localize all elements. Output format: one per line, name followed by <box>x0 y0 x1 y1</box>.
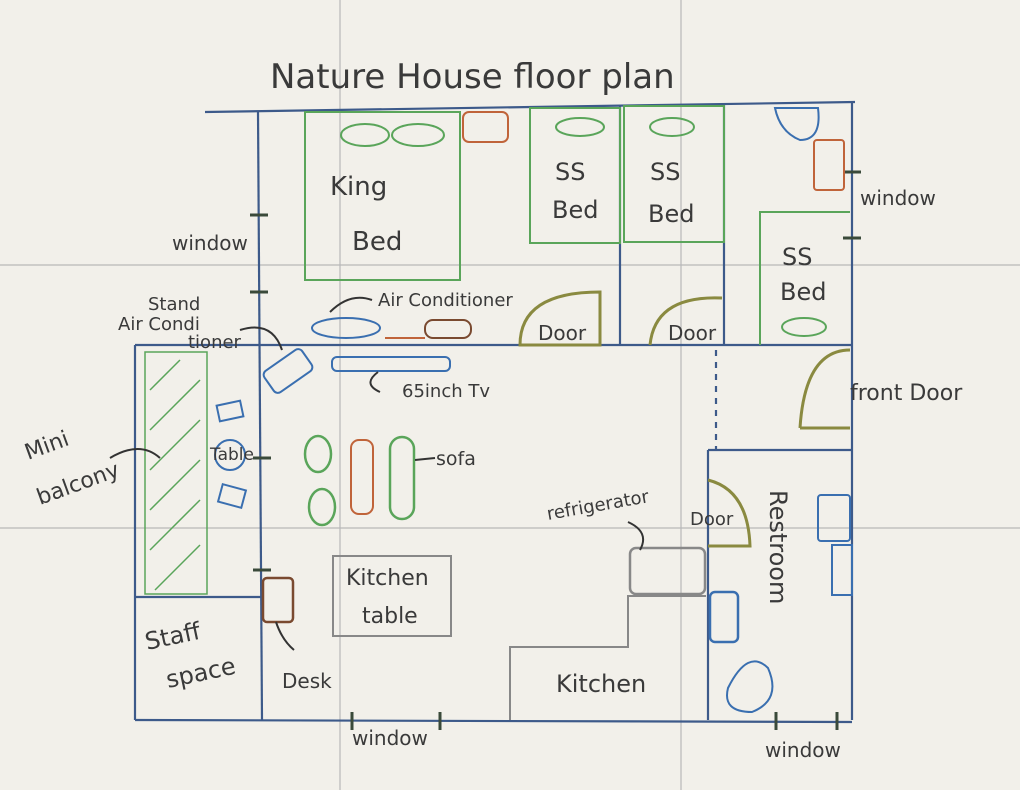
front-door-label: front Door <box>850 381 963 406</box>
plan-title: Nature House floor plan <box>270 57 675 97</box>
mini-balcony-label-1: Mini <box>22 427 73 466</box>
ss-bed-3-label-2: Bed <box>780 278 826 306</box>
window-right-label: window <box>860 186 936 210</box>
nightstand <box>462 111 509 143</box>
restroom: Restroom <box>708 490 853 714</box>
king-bed: King Bed <box>304 111 461 281</box>
ss-bed-1-label-1: SS <box>555 158 585 186</box>
stand-ac-label-3: tioner <box>188 332 242 353</box>
balcony-table-set: Table <box>209 399 254 510</box>
tv <box>331 356 451 372</box>
ss-bed-3: SS Bed <box>759 211 850 345</box>
ss-bed-1: SS Bed <box>529 107 621 244</box>
kitchen-table-label-2: table <box>362 604 418 629</box>
refrigerator-label: refrigerator <box>545 486 651 525</box>
door-2-label: Door <box>668 321 717 345</box>
staff-space-label-1: Staff <box>142 617 203 656</box>
air-conditioner-arrow <box>329 296 373 313</box>
king-bed-label-1: King <box>330 172 387 202</box>
restroom-label: Restroom <box>764 490 792 604</box>
mini-balcony-label-2: balcony <box>34 458 123 511</box>
door-1-label: Door <box>538 321 587 345</box>
restroom-door-label: Door <box>690 509 734 530</box>
kitchen-counter <box>509 595 706 720</box>
staff-space-label-2: space <box>163 652 238 694</box>
front-door: front Door <box>798 348 963 430</box>
ss-bed-2-label-1: SS <box>650 158 680 186</box>
air-conditioner-label: Air Conditioner <box>378 290 513 311</box>
window-left-label: window <box>172 231 248 255</box>
kitchen-label: Kitchen <box>556 670 646 698</box>
window-bottom-right-label: window <box>765 738 841 762</box>
sofa-group: sofa <box>303 434 476 527</box>
wall-unit <box>424 319 472 339</box>
kitchen-table: Kitchen table <box>332 555 452 637</box>
ss-bed-3-label-1: SS <box>782 243 812 271</box>
ss-bed-1-label-2: Bed <box>552 196 598 224</box>
stand-air-conditioner <box>262 348 314 394</box>
stand-ac-label-1: Stand <box>148 294 200 315</box>
desk: Desk <box>261 576 332 693</box>
balcony-arrow <box>109 448 161 459</box>
desk-label: Desk <box>282 669 332 693</box>
top-right-cabinet <box>813 139 845 191</box>
ss-bed-2: SS Bed <box>623 105 725 243</box>
refrigerator <box>628 546 707 596</box>
table-label: Table <box>209 445 254 465</box>
window-ticks <box>250 170 861 730</box>
door-1: Door <box>518 290 602 347</box>
sofa-label: sofa <box>436 448 476 470</box>
tv-label: 65inch Tv <box>402 381 490 402</box>
kitchen-table-label-1: Kitchen <box>346 566 429 591</box>
air-conditioner <box>311 317 381 339</box>
tv-arrow <box>369 371 381 393</box>
stand-ac-label-2: Air Condi <box>118 314 200 335</box>
top-right-basin <box>773 107 820 142</box>
king-bed-label-2: Bed <box>352 227 402 257</box>
ss-bed-2-label-2: Bed <box>648 200 694 228</box>
mini-balcony: Mini balcony <box>22 351 208 595</box>
refrigerator-arrow <box>627 521 644 551</box>
restroom-door: Door <box>690 478 752 548</box>
door-2: Door <box>648 296 723 346</box>
stand-ac-arrow <box>239 326 283 351</box>
window-bottom-label: window <box>352 726 428 750</box>
